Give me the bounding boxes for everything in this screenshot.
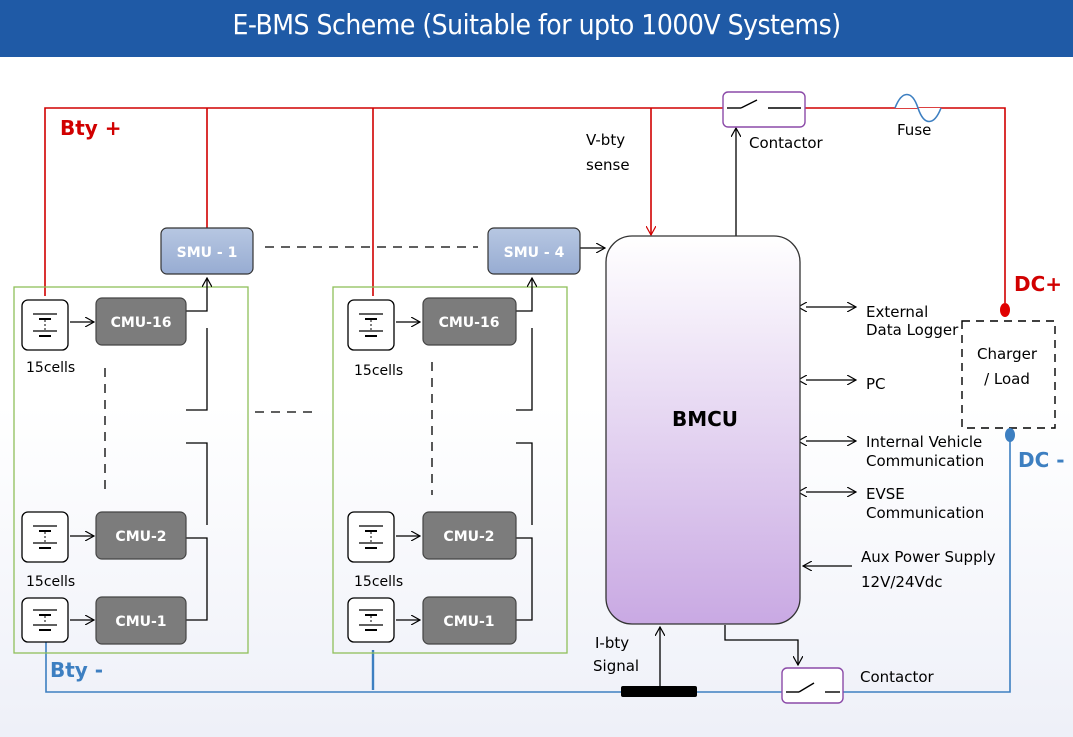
cell-pack-icon [21,597,69,643]
smu-1-label: SMU - 1 [177,245,238,261]
ibty-label-line1: I-bty [595,634,629,652]
load-label-line2: / Load [984,370,1030,388]
cell-pack-icon [347,299,395,351]
page-title: E-BMS Scheme (Suitable for upto 1000V Sy… [232,8,841,41]
contactor-bottom-icon [781,667,844,704]
ivc-label-line2: Communication [866,452,984,470]
smu-4-box [487,227,581,275]
battery-module-left [13,286,249,654]
current-sensor-icon [621,686,697,697]
cell-pack-icon [21,511,69,563]
load-label-line1: Charger [977,345,1038,363]
positive-bus [44,107,1006,303]
dashed-links [104,246,478,495]
smu-4-label: SMU - 4 [504,245,565,261]
evse-label-line2: Communication [866,504,984,522]
cell-pack-icon [347,511,395,563]
vbty-label-line1: V-bty [586,131,625,149]
contactor-top-icon [722,91,806,128]
charger-load-box [961,320,1056,429]
cmu-label: CMU-2 [115,529,166,545]
aux-power-label-line2: 12V/24Vdc [861,573,943,591]
cmu-boxes [95,297,517,645]
cells-label: 15cells [354,574,403,590]
ext-logger-label-line2: Data Logger [866,321,959,339]
bty-negative-label: Bty - [50,658,103,682]
bty-positive-label: Bty + [60,116,122,140]
cell-to-cmu-arrows [70,322,420,620]
contactor-bottom-label: Contactor [860,668,935,686]
cmu-label: CMU-16 [111,315,172,331]
bmcu-label: BMCU [672,407,738,431]
ext-logger-label-line1: External [866,303,928,321]
cells-label: 15cells [26,360,75,376]
dc-negative-terminal-icon [1005,428,1015,442]
cmu-label: CMU-16 [439,315,500,331]
ibty-label-line2: Signal [593,657,639,675]
cell-pack-icon [21,299,69,351]
dc-positive-terminal-icon [1000,303,1010,317]
cmu-label: CMU-1 [443,614,494,630]
cell-pack-icon [347,597,395,643]
title-bar: E-BMS Scheme (Suitable for upto 1000V Sy… [0,0,1073,57]
fuse-icon [894,93,942,123]
cmu-bus-wiring [186,128,856,686]
cells-label: 15cells [26,574,75,590]
smu-1-box [160,227,254,275]
fuse-label: Fuse [897,121,931,139]
cmu-label: CMU-2 [443,529,494,545]
cmu-label: CMU-1 [115,614,166,630]
aux-power-label-line1: Aux Power Supply [861,548,996,566]
battery-module-right [332,286,568,654]
negative-bus [45,440,1011,693]
evse-label-line1: EVSE [866,485,905,503]
ivc-label-line1: Internal Vehicle [866,433,982,451]
cells-label: 15cells [354,363,403,379]
bmcu-box [605,235,801,625]
contactor-top-label: Contactor [749,134,824,152]
dc-negative-label: DC - [1018,448,1065,472]
dc-positive-label: DC+ [1014,272,1062,296]
pc-label: PC [866,375,886,393]
vbty-label-line2: sense [586,156,630,174]
